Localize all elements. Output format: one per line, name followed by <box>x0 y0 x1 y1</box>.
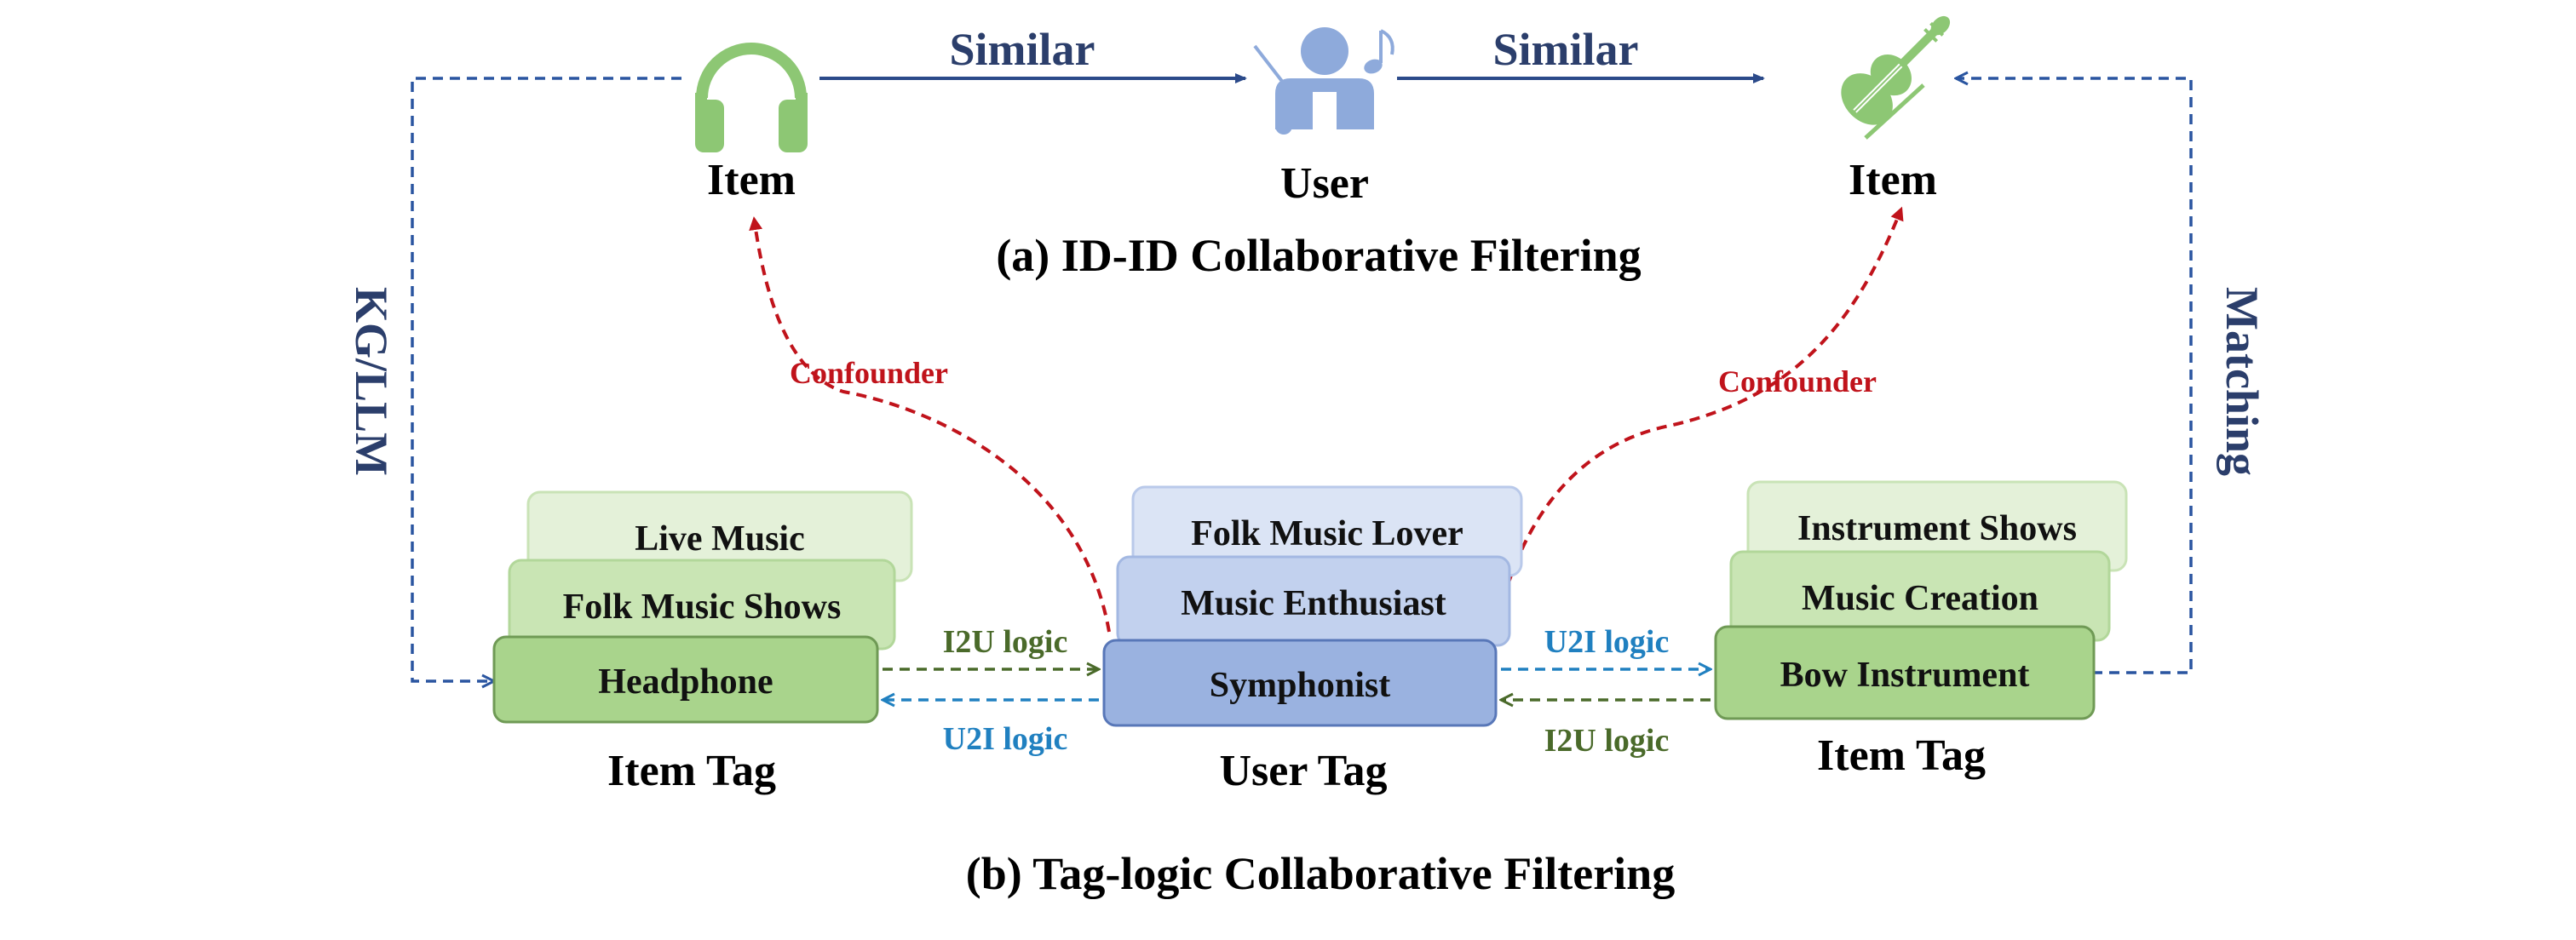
headphones-icon <box>695 43 808 152</box>
caption-a: (a) ID-ID Collaborative Filtering <box>996 230 1641 281</box>
item-right-label: Item <box>1849 156 1937 204</box>
left-i2u-label: I2U logic <box>943 624 1068 660</box>
similar-left-label: Similar <box>950 24 1095 75</box>
left-item-tag-label: Item Tag <box>607 747 776 795</box>
left-u2i-label: U2I logic <box>943 721 1068 757</box>
center-tag-front-box <box>1102 639 1498 727</box>
right-tag-front-text: Bow Instrument <box>1780 656 2030 695</box>
confounder-right-label: Confounder <box>1718 364 1877 398</box>
confounder-right-arrow <box>1491 206 1904 648</box>
bow-icon <box>1864 83 1925 140</box>
right-tag-middle-text: Music Creation <box>1802 579 2038 618</box>
left-tag-back-text: Live Music <box>635 519 804 559</box>
user-tag-label: User Tag <box>1220 747 1388 795</box>
left-tag-middle-text: Folk Music Shows <box>563 588 842 627</box>
center-tag-back-text: Folk Music Lover <box>1191 514 1463 553</box>
left-tag-front-text: Headphone <box>598 662 773 702</box>
matching-loop <box>1956 78 2193 674</box>
music-note-icon <box>1364 29 1394 74</box>
user-conductor-icon <box>1253 27 1374 135</box>
confounder-left-label: Confounder <box>790 356 948 390</box>
kg-llm-label: KG/LLM <box>346 287 397 476</box>
user-tag-stack: Folk Music Lover Music Enthusiast Sympho… <box>1102 485 1523 727</box>
user-label: User <box>1280 159 1369 208</box>
left-item-tag-stack: Live Music Folk Music Shows Headphone <box>492 490 913 724</box>
caption-b: (b) Tag-logic Collaborative Filtering <box>966 848 1675 899</box>
right-i2u-label: I2U logic <box>1544 723 1670 759</box>
right-item-tag-label: Item Tag <box>1817 731 1986 780</box>
right-tag-back-text: Instrument Shows <box>1797 509 2077 548</box>
item-left-label: Item <box>707 156 796 204</box>
confounder-left-arrow <box>749 216 1111 633</box>
similar-right-label: Similar <box>1493 24 1639 75</box>
center-tag-front-text: Symphonist <box>1210 666 1390 705</box>
right-tag-front-box <box>1714 625 2096 720</box>
matching-label: Matching <box>2217 287 2268 476</box>
right-item-tag-stack: Instrument Shows Music Creation Bow Inst… <box>1714 480 2128 720</box>
right-u2i-label: U2I logic <box>1544 624 1670 660</box>
kg-llm-loop <box>411 77 681 681</box>
center-tag-middle-text: Music Enthusiast <box>1181 584 1446 623</box>
left-tag-front-box <box>492 635 879 724</box>
violin-icon <box>1841 15 1951 125</box>
